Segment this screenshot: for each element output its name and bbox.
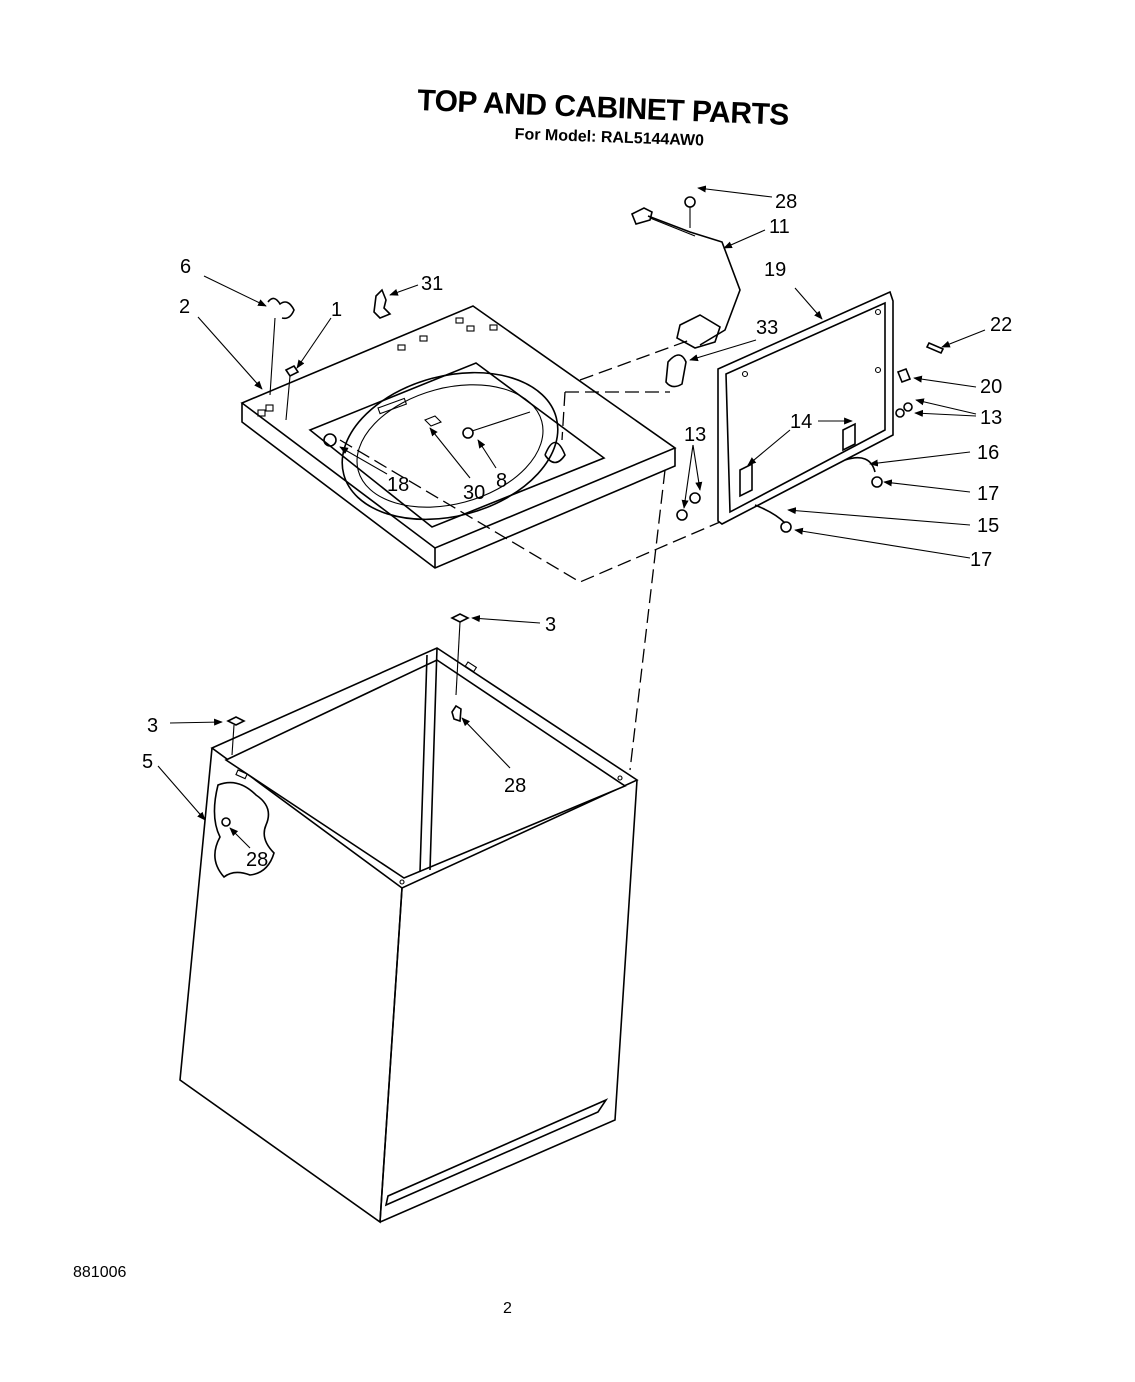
clip-part-3-left [226,716,246,756]
lid-frame [676,290,945,533]
callout-19: 19 [764,259,786,281]
hinge-clip-part-6 [267,297,295,396]
clip-part-3-right [450,613,470,723]
callout-13-left: 13 [684,424,706,446]
callout-16: 16 [977,442,999,464]
washer-top [240,305,677,569]
callout-31: 31 [421,273,443,295]
lid-switch-harness [630,196,741,349]
callout-6: 6 [180,256,191,278]
callout-15: 15 [977,515,999,537]
callout-33: 33 [756,317,778,339]
drawing-code: 881006 [73,1264,127,1281]
page-number: 2 [503,1300,512,1317]
callout-17-upper: 17 [977,483,999,505]
bracket-part-31 [373,288,392,319]
callout-18: 18 [387,474,409,496]
cabinet-body [179,647,639,1224]
callout-30: 30 [463,482,485,504]
callout-8: 8 [496,470,507,492]
callout-leaders [157,185,986,849]
clip-part-1 [284,364,300,421]
callout-labels: 28 11 19 22 6 31 2 1 33 20 13 14 13 16 1… [142,191,1012,871]
lid-part-33 [665,354,687,388]
callout-1: 1 [331,299,342,321]
callout-14: 14 [790,411,812,433]
callout-5: 5 [142,751,153,773]
callout-28-cabinet: 28 [504,775,526,797]
callout-28-harness-screw: 28 [775,191,797,213]
callout-22: 22 [990,314,1012,336]
callout-28-side: 28 [246,849,268,871]
callout-3-right: 3 [545,614,556,636]
callout-20: 20 [980,376,1002,398]
callout-11: 11 [769,216,790,238]
callout-3-left: 3 [147,715,158,737]
callout-17-lower: 17 [970,549,992,571]
callout-13-right: 13 [980,407,1002,429]
callout-2: 2 [179,296,190,318]
